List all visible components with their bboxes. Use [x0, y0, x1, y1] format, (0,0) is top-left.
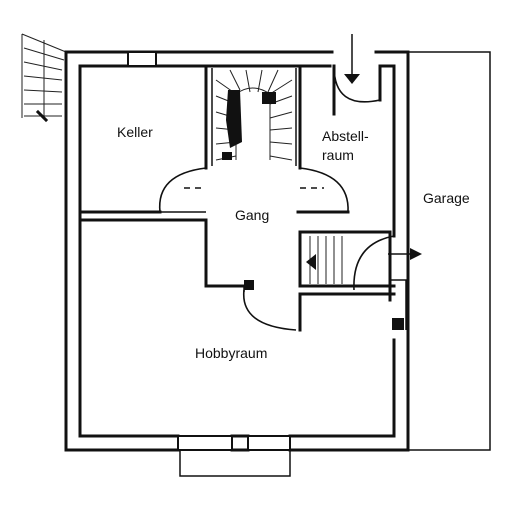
room-label-keller: Keller — [117, 124, 153, 140]
room-label-gang: Gang — [235, 207, 270, 223]
abstell-door — [332, 34, 381, 116]
garage-outline — [408, 51, 491, 451]
column-mark-right — [392, 318, 404, 330]
gang-doors — [158, 167, 349, 331]
column-mark — [244, 280, 254, 290]
room-label-abstellraum-line2: raum — [322, 147, 354, 163]
room-label-garage: Garage — [423, 190, 470, 206]
stairway — [211, 68, 297, 166]
room-label-abstellraum-line1: Abstell- — [322, 128, 369, 144]
exterior-stairs — [21, 33, 67, 123]
garage-post — [390, 279, 407, 330]
garage-door — [353, 234, 422, 291]
inner-walls — [78, 64, 396, 332]
small-stair — [306, 236, 343, 284]
window-top — [127, 51, 157, 67]
light-wells — [177, 435, 291, 477]
room-label-hobbyraum: Hobbyraum — [195, 345, 268, 361]
